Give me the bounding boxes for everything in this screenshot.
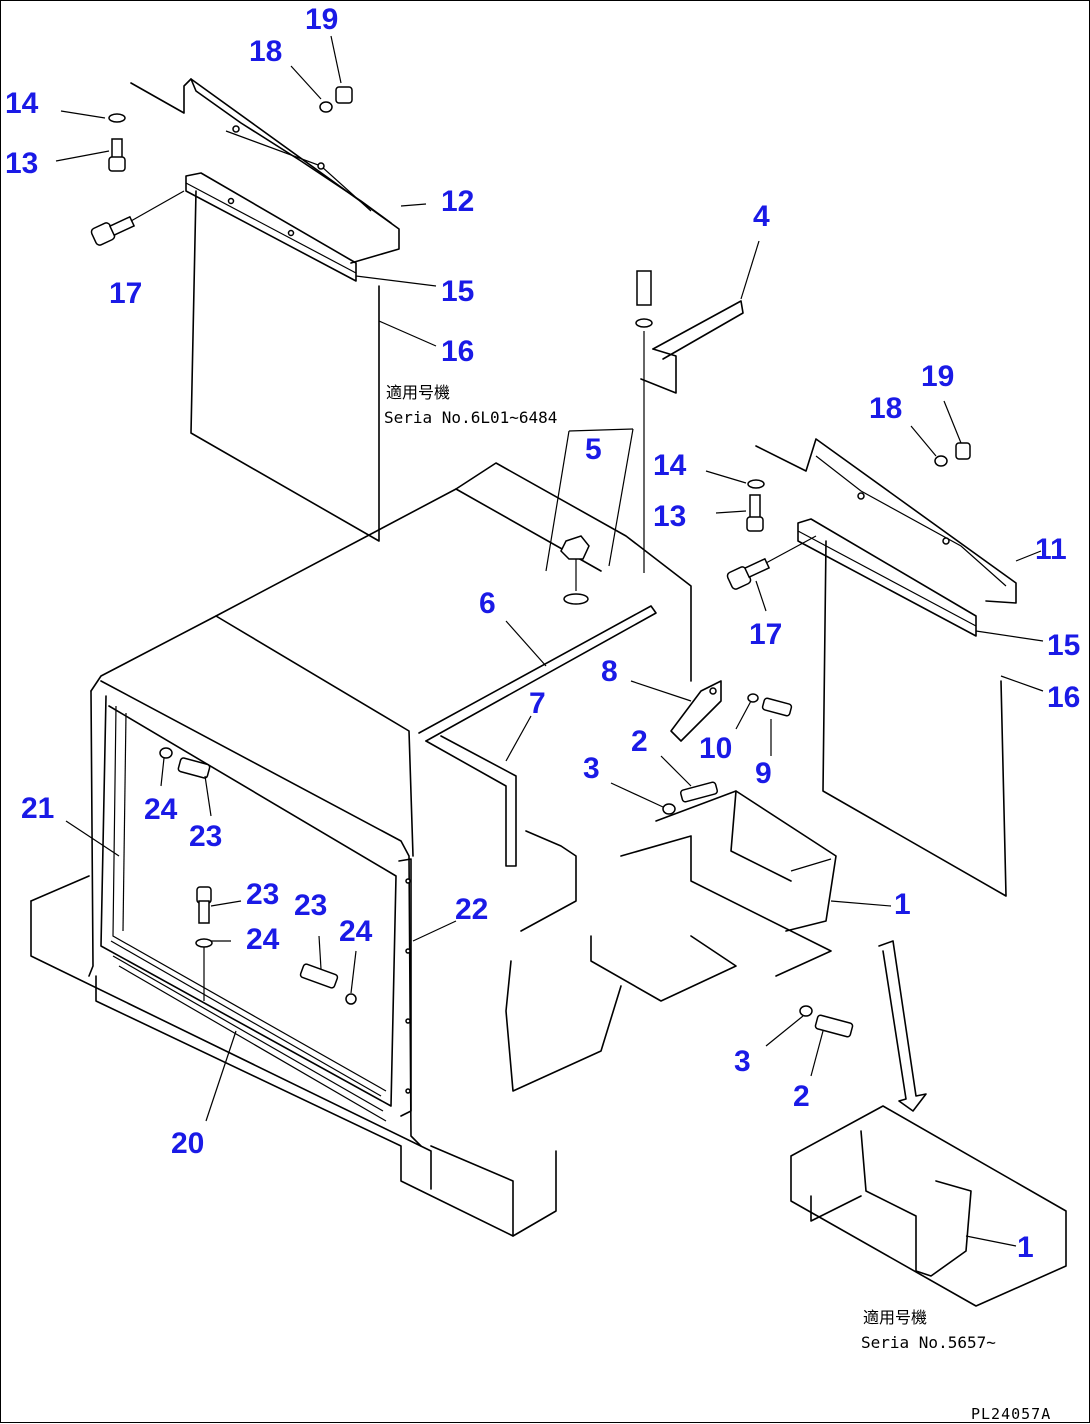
rod-6 [418,605,657,742]
note-a-line2: Seria No.6L01~6484 [384,408,557,427]
callout-15: 15 [1047,629,1080,662]
drawing-code: PL24057A [971,1405,1051,1423]
flap-16-right [822,540,1007,897]
callout-16: 16 [441,335,474,368]
bolt-2-upper [679,781,719,803]
washer-24-mid [195,938,213,1001]
nut-19-left [335,86,353,104]
washer-14-right [747,479,765,489]
callout-13: 13 [653,500,686,533]
callout-22: 22 [455,893,488,926]
bracket-12 [130,78,400,264]
note-b-line2: Seria No.5657~ [861,1333,996,1352]
callout-9: 9 [755,757,772,790]
callout-21: 21 [21,792,54,825]
bolt-13-left [108,138,126,172]
callout-2: 2 [793,1080,810,1113]
bolt-2-lower [814,1014,854,1038]
callout-19: 19 [305,3,338,36]
bolt-13-right [746,494,764,532]
washer-24-top [159,747,173,759]
washer-3-upper [662,803,676,815]
washer-18-left [319,101,333,113]
rod-7 [425,735,517,867]
callout-11: 11 [1035,533,1067,566]
box-1-lower [790,1105,1067,1307]
washer-24-low [345,993,357,1005]
washer-18-right [934,455,948,467]
bolt-23-mid [196,886,212,924]
callout-13: 13 [5,147,38,180]
machine-body [30,462,737,1237]
callout-7: 7 [529,687,546,720]
callout-1: 1 [1017,1231,1034,1264]
bolt-17-left [90,190,185,246]
callout-8: 8 [601,655,618,688]
note-a-line1: 適用号機 [386,383,450,402]
callout-6: 6 [479,587,496,620]
callout-2: 2 [631,725,648,758]
callout-12: 12 [441,185,474,218]
frame-20-21-22 [100,695,412,1122]
washer-14-left [108,113,126,123]
bracket-11 [755,438,1017,604]
callout-15: 15 [441,275,474,308]
callout-24: 24 [246,923,280,956]
direction-arrow [878,940,927,1112]
callout-17: 17 [749,618,782,651]
callout-19: 19 [921,360,954,393]
callout-10: 10 [699,732,732,765]
plate-15-right [797,518,977,637]
washer-3-lower [799,1005,813,1017]
stay-4 [635,270,744,573]
bolt-17-right [726,535,817,590]
callout-24: 24 [144,793,178,826]
callout-20: 20 [171,1127,204,1160]
callout-24: 24 [339,915,373,948]
bolt-23-low [299,963,339,989]
callout-14: 14 [653,449,687,482]
callout-3: 3 [734,1045,751,1078]
leader-lines [55,35,1044,1247]
callout-23: 23 [189,820,222,853]
callout-14: 14 [5,87,39,120]
callout-3: 3 [583,752,600,785]
callout-1: 1 [894,888,911,921]
callout-16: 16 [1047,681,1080,714]
knob-5 [545,428,634,605]
box-1-upper [620,790,837,977]
callout-4: 4 [753,200,770,233]
callout-18: 18 [869,392,902,425]
callout-5: 5 [585,433,602,466]
note-b-line1: 適用号機 [863,1308,927,1327]
lever-8 [670,680,722,742]
callout-18: 18 [249,35,282,68]
washer-10 [747,693,759,703]
bolt-23-top [177,757,211,779]
bolt-9 [761,697,793,717]
plate-15 [185,172,357,282]
nut-19-right [955,442,971,460]
callout-23: 23 [294,889,327,922]
callout-23: 23 [246,878,279,911]
callout-17: 17 [109,277,142,310]
flap-16 [190,190,380,542]
